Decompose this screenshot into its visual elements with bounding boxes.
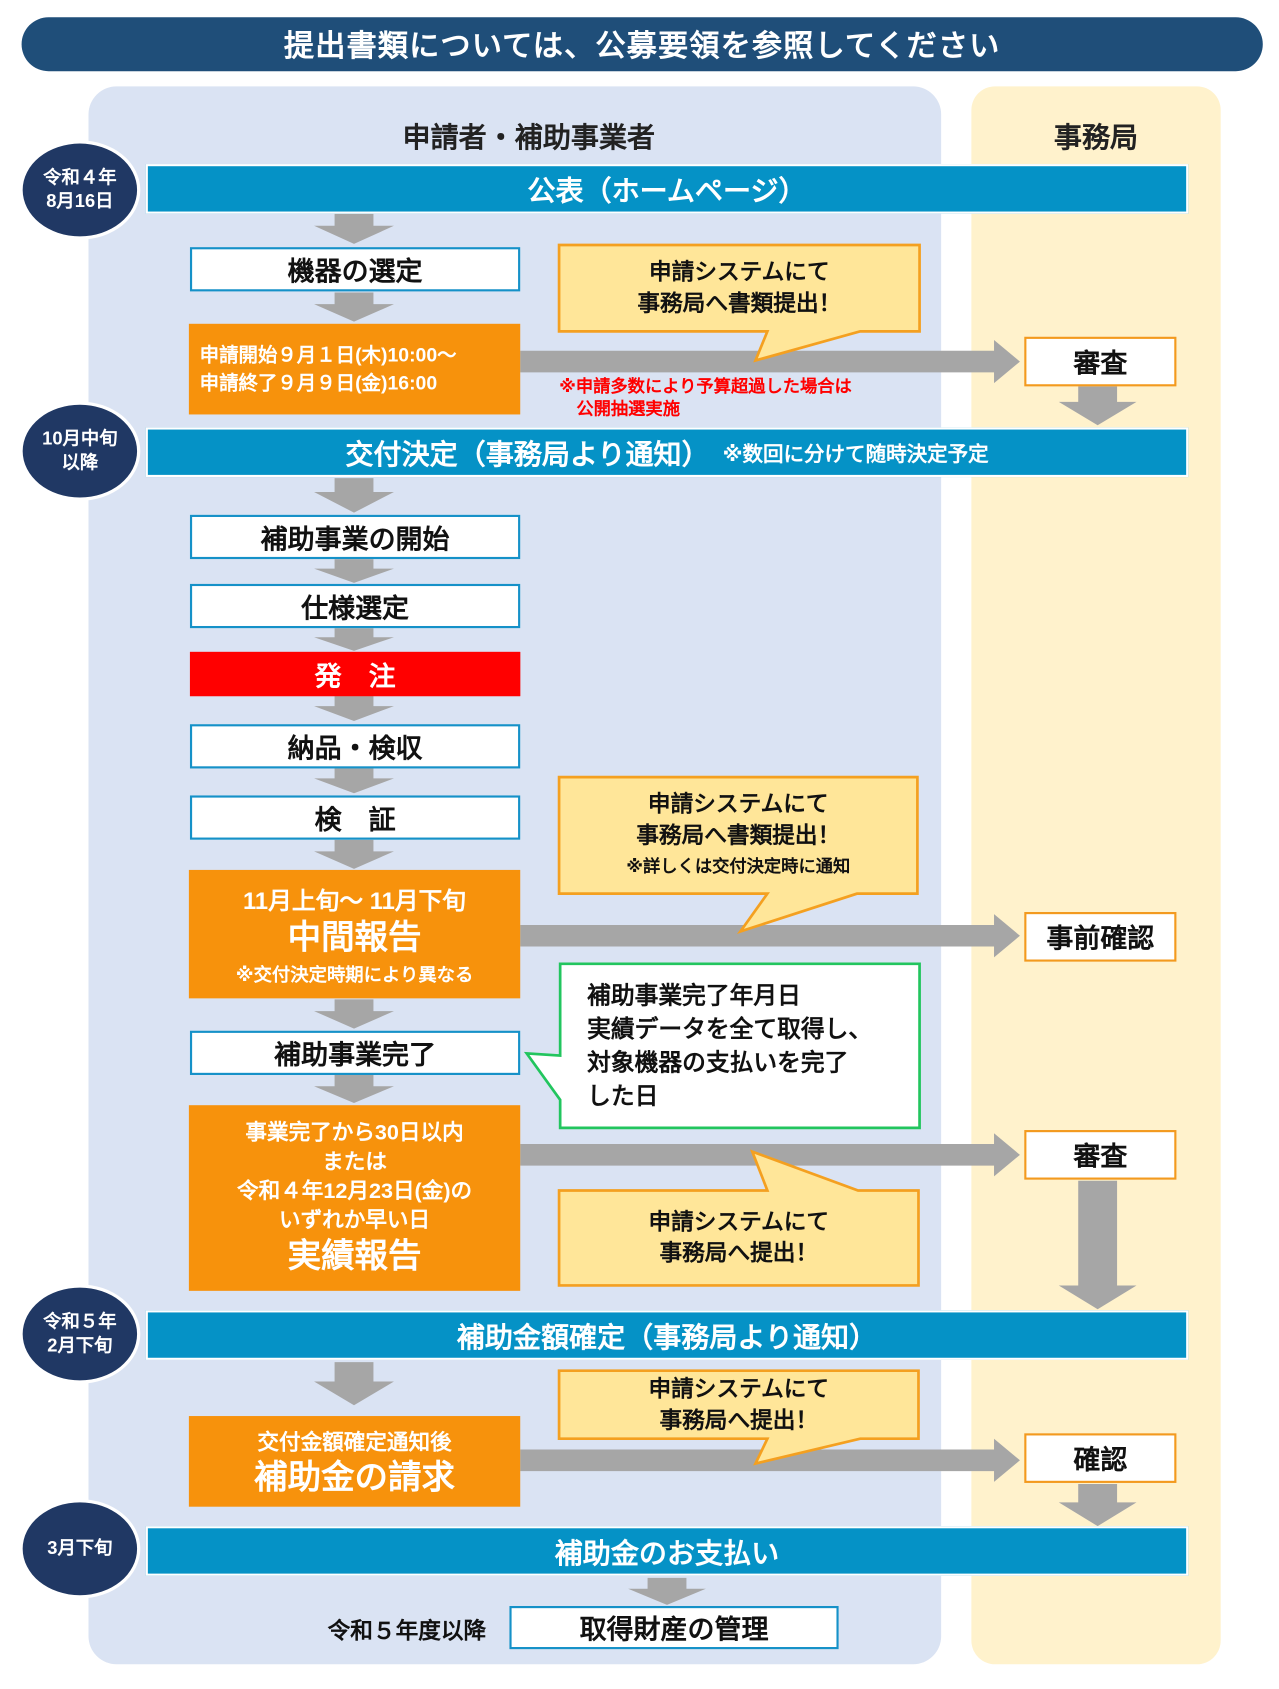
result-line: いずれか早い日 (278, 1208, 431, 1233)
down-arrow-icon (314, 478, 394, 513)
banner-text: 提出書類については、公募要領を参照してください (283, 29, 1001, 63)
callout-line: 事務局へ提出！ (659, 1241, 819, 1267)
down-arrow-icon (314, 1362, 394, 1406)
date-badge: 3月下旬 (19, 1499, 141, 1599)
callout-line: 申請システムにて (648, 1376, 830, 1402)
result-line: 令和４年12月23日(金)の (237, 1179, 473, 1204)
down-arrow-icon (314, 559, 394, 583)
step-project-start: 補助事業の開始 (189, 514, 521, 560)
callout-line: 事務局へ提出！ (659, 1407, 819, 1433)
interim-period: 11月上旬～ 11月下旬 (243, 887, 467, 915)
callout-submit-claim: 申請システムにて事務局へ提出！ (559, 1371, 918, 1439)
down-arrow-icon (314, 696, 394, 721)
lottery-note-line: ※申請多数により予算超過した場合は (559, 377, 852, 397)
down-arrow-icon (314, 1074, 394, 1104)
down-arrow-icon (314, 839, 394, 869)
down-arrow-icon (1058, 386, 1137, 426)
callout-line: 申請システムにて (648, 1209, 830, 1235)
down-arrow-icon (314, 628, 394, 651)
date-line: 3月下旬 (47, 1538, 113, 1559)
callout-line: 申請システムにて (647, 791, 829, 817)
interim-title: 中間報告 (287, 918, 422, 957)
callout-shape (557, 1149, 920, 1287)
stage-bar-publish: 公表（ホームページ） (145, 164, 1189, 214)
stage-bar-amount: 補助金額確定（事務局より通知） (145, 1310, 1189, 1360)
result-line: 事業完了から30日以内 (245, 1121, 464, 1146)
step-project-complete: 補助事業完了 (189, 1030, 521, 1075)
date-badge: 10月中旬以降 (19, 401, 141, 501)
step-asset-management: 取得財産の管理 (509, 1605, 839, 1650)
step-subsidy-claim: 交付金額確定通知後 補助金の請求 (188, 1416, 521, 1507)
office-confirm: 確認 (1024, 1433, 1177, 1483)
office-column-header: 事務局 (1053, 120, 1139, 153)
callout-submit-application: 申請システムにて事務局へ書類提出！ (559, 245, 919, 331)
callout-shape (557, 775, 919, 934)
down-arrow-icon (314, 768, 394, 794)
step-delivery-inspection: 納品・検収 (189, 724, 521, 769)
step-order: 発 注 (189, 651, 521, 697)
apply-end-text: 申請終了９月９日(金)16:00 (199, 372, 438, 394)
date-line: 令和５年 (43, 1311, 117, 1332)
after-fy-label: 令和５年度以降 (327, 1618, 487, 1644)
date-line: 2月下旬 (47, 1335, 113, 1356)
lottery-note: ※申請多数により予算超過した場合は 公開抽選実施 (559, 376, 852, 421)
down-arrow-icon (1058, 1180, 1137, 1310)
callout-line: 実績データを全て取得し、 (587, 1015, 873, 1043)
bar-label: 交付決定（事務局より通知） (345, 437, 710, 471)
down-arrow-icon (314, 292, 394, 322)
step-application-period: 申請開始９月１日(木)10:00～ 申請終了９月９日(金)16:00 (188, 323, 521, 415)
result-line: または (322, 1150, 387, 1175)
claim-title: 補助金の請求 (254, 1457, 455, 1496)
callout-submit-interim: 申請システムにて事務局へ書類提出！ ※詳しくは交付決定時に通知 (559, 777, 917, 894)
date-line: 8月16日 (46, 191, 114, 212)
date-badge: 令和４年 8月16日 (19, 140, 141, 240)
down-arrow-icon (628, 1577, 706, 1605)
callout-shape (557, 1369, 920, 1466)
date-line: 10月中旬 (42, 428, 118, 449)
right-arrow-icon (520, 1133, 1020, 1177)
callout-shape (557, 243, 921, 363)
down-arrow-icon (1058, 1484, 1137, 1527)
callout-line: 補助事業完了年月日 (587, 982, 801, 1010)
down-arrow-icon (314, 999, 394, 1029)
callout-line: 申請システムにて (648, 260, 830, 285)
step-select-equipment: 機器の選定 (189, 247, 521, 292)
apply-start-text: 申請開始９月１日(木)10:00～ (199, 344, 457, 366)
step-interim-report: 11月上旬～ 11月下旬 中間報告 ※交付決定時期により異なる (188, 869, 521, 999)
office-precheck: 事前確認 (1024, 912, 1177, 962)
callout-completion-definition: 補助事業完了年月日実績データを全て取得し、対象機器の支払いを完了した日 (587, 979, 911, 1113)
step-spec-selection: 仕様選定 (189, 583, 521, 629)
claim-note: 交付金額確定通知後 (257, 1430, 452, 1455)
bar-label: 公表（ホームページ） (527, 174, 807, 207)
callout-note: ※詳しくは交付決定時に通知 (626, 857, 851, 876)
date-badge: 令和５年 2月下旬 (19, 1284, 141, 1384)
callout-line: 事務局へ書類提出！ (637, 291, 842, 317)
bar-note: ※数回に分けて随時決定予定 (722, 443, 989, 466)
result-title: 実績報告 (287, 1236, 422, 1275)
callout-line: 事務局へ書類提出！ (636, 822, 841, 848)
stage-bar-payment: 補助金のお支払い (145, 1526, 1189, 1576)
step-result-report: 事業完了から30日以内 または 令和４年12月23日(金)の いずれか早い日 実… (188, 1105, 521, 1291)
notice-banner: 提出書類については、公募要領を参照してください (21, 17, 1263, 72)
callout-shape (523, 962, 921, 1130)
bar-label: 補助金額確定（事務局より通知） (456, 1320, 878, 1353)
interim-note: ※交付決定時期により異なる (235, 964, 474, 986)
callout-submit-result: 申請システムにて事務局へ提出！ (559, 1190, 918, 1285)
date-line: 以降 (61, 452, 99, 473)
office-review-result: 審査 (1024, 1130, 1177, 1180)
office-review: 審査 (1024, 336, 1177, 387)
step-verification: 検 証 (189, 795, 521, 840)
callout-line: した日 (587, 1082, 659, 1110)
lottery-note-line: 公開抽選実施 (576, 400, 680, 419)
down-arrow-icon (314, 213, 394, 244)
right-arrow-icon (520, 339, 1020, 384)
date-line: 令和４年 (43, 167, 117, 188)
callout-line: 対象機器の支払いを完了 (587, 1049, 849, 1077)
stage-bar-decision: 交付決定（事務局より通知） ※数回に分けて随時決定予定 (145, 427, 1189, 478)
bar-label: 補助金のお支払い (554, 1536, 780, 1569)
applicant-column-header: 申請者・補助事業者 (402, 120, 656, 153)
